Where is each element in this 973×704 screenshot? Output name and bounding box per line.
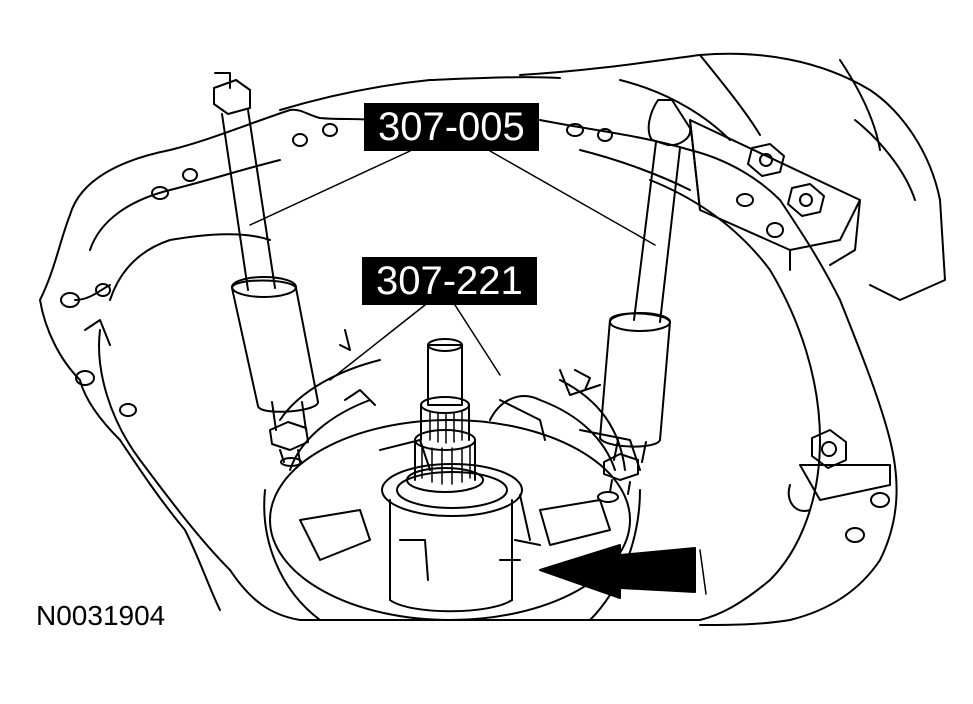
side-tab-bracket <box>787 464 891 512</box>
callout-leader-lines <box>249 150 656 381</box>
input-shaft <box>381 338 541 613</box>
right-slide-hammer-tool <box>597 99 692 503</box>
tool-callout-label-307-005: 307-005 <box>364 103 539 151</box>
bracket-bolts <box>747 143 847 469</box>
housing-background-outline <box>279 52 946 301</box>
direction-arrow <box>539 544 707 599</box>
left-slide-hammer-tool <box>213 72 319 467</box>
housing-inner-cavity <box>84 149 821 621</box>
figure-id-label: N0031904 <box>36 600 166 631</box>
clutch-hub-shroud <box>263 329 641 621</box>
tool-callout-label-307-221: 307-221 <box>362 257 537 305</box>
bell-housing-flange <box>39 108 898 626</box>
flange-bolt-holes <box>60 123 890 543</box>
mounting-bracket-plate <box>689 119 861 271</box>
